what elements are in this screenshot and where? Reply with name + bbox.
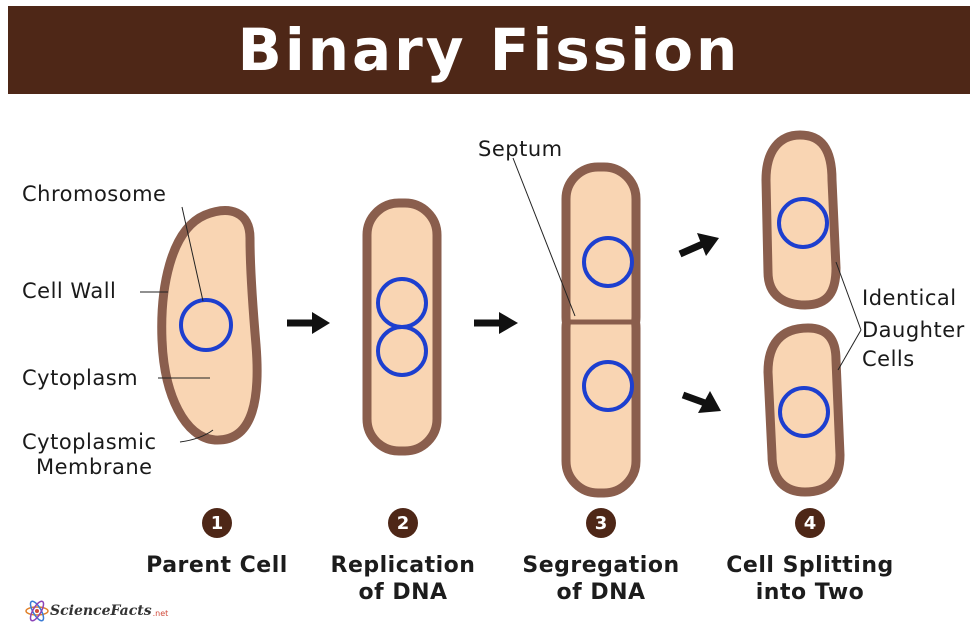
arrow-1-to-2 [287, 312, 330, 334]
brand-suffix: .net [153, 609, 169, 618]
segregating-cell-lower-wall [566, 296, 636, 493]
replicating-cell [367, 203, 437, 451]
step-2-line2: of DNA [293, 579, 513, 606]
sciencefacts-logo: ScienceFacts .net [24, 600, 168, 622]
step-3-line2: of DNA [491, 579, 711, 606]
step-4-badge: 4 [795, 508, 825, 538]
step-1-badge: 1 [202, 508, 232, 538]
label-cell-wall: Cell Wall [22, 279, 116, 303]
step-2-line1: Replication [293, 552, 513, 579]
daughter-leader-bottom [838, 330, 861, 370]
arrow-2-to-3 [474, 312, 518, 334]
parent-cell [162, 211, 257, 440]
step-4-caption: Cell Splitting into Two [700, 552, 920, 606]
step-3-caption: Segregation of DNA [491, 552, 711, 606]
label-daughter-line3: Cells [862, 347, 915, 371]
label-membrane-line2: Membrane [36, 455, 153, 479]
daughter-cell-bottom [768, 328, 840, 492]
step-3-badge: 3 [586, 508, 616, 538]
step-4-line1: Cell Splitting [700, 552, 920, 579]
label-daughter-line1: Identical [862, 286, 957, 310]
label-membrane-line1: Cytoplasmic [22, 430, 156, 454]
daughter-leader-top [836, 262, 861, 330]
arrow-3-to-4-up [680, 233, 719, 256]
segregating-cell [566, 167, 636, 493]
label-cytoplasm: Cytoplasm [22, 366, 138, 390]
step-4-line2: into Two [700, 579, 920, 606]
label-septum: Septum [478, 137, 563, 161]
step-2-badge: 2 [388, 508, 418, 538]
daughter-cell-top [766, 135, 836, 305]
brand-name: ScienceFacts [50, 603, 152, 619]
label-daughter-line2: Daughter [862, 318, 965, 342]
parent-cell-wall [162, 211, 257, 440]
arrow-3-to-4-down [683, 391, 721, 413]
step-2-caption: Replication of DNA [293, 552, 513, 606]
step-3-line1: Segregation [491, 552, 711, 579]
atom-icon [24, 600, 50, 622]
label-chromosome: Chromosome [22, 182, 166, 206]
